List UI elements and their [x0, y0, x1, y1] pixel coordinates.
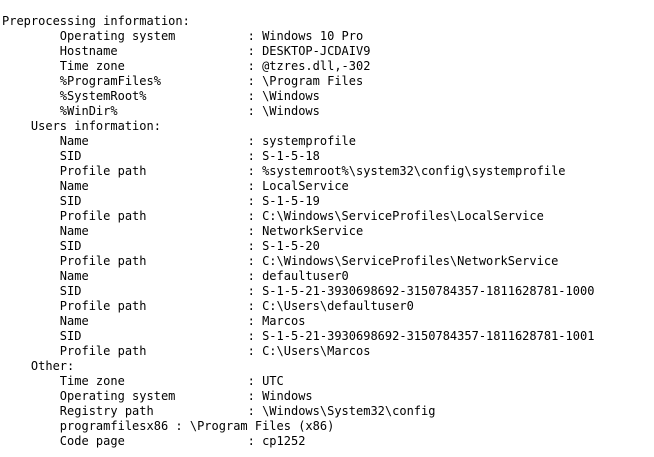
info-row: SID : S-1-5-21-3930698692-3150784357-181… — [2, 284, 595, 298]
info-row: Code page : cp1252 — [2, 434, 306, 448]
info-row: Hostname : DESKTOP-JCDAIV9 — [2, 44, 371, 58]
info-row: Name : systemprofile — [2, 134, 357, 148]
info-row: Profile path : C:\Windows\ServiceProfile… — [2, 209, 544, 223]
section-heading: Users information: — [2, 119, 161, 133]
section-heading: Other: — [2, 359, 75, 373]
info-row: SID : S-1-5-18 — [2, 149, 320, 163]
info-row: Name : Marcos — [2, 314, 306, 328]
info-row: SID : S-1-5-19 — [2, 194, 320, 208]
info-row: %WinDir% : \Windows — [2, 104, 320, 118]
info-row: %ProgramFiles% : \Program Files — [2, 74, 364, 88]
info-row: Time zone : @tzres.dll,-302 — [2, 59, 371, 73]
console-output: Preprocessing information: Operating sys… — [0, 12, 654, 457]
info-row: Time zone : UTC — [2, 374, 284, 388]
info-row: Profile path : C:\Windows\ServiceProfile… — [2, 254, 559, 268]
info-row: Profile path : %systemroot%\system32\con… — [2, 164, 566, 178]
info-row: SID : S-1-5-21-3930698692-3150784357-181… — [2, 329, 595, 343]
info-row: Profile path : C:\Users\defaultuser0 — [2, 299, 414, 313]
info-row: Operating system : Windows — [2, 389, 313, 403]
info-row: %SystemRoot% : \Windows — [2, 89, 320, 103]
section-heading: Preprocessing information: — [2, 14, 190, 28]
info-row: Name : defaultuser0 — [2, 269, 349, 283]
info-row: Name : NetworkService — [2, 224, 364, 238]
info-row: Profile path : C:\Users\Marcos — [2, 344, 371, 358]
info-row: Operating system : Windows 10 Pro — [2, 29, 364, 43]
info-row: Name : LocalService — [2, 179, 349, 193]
info-row: Registry path : \Windows\System32\config — [2, 404, 436, 418]
info-row: SID : S-1-5-20 — [2, 239, 320, 253]
info-row: programfilesx86 : \Program Files (x86) — [2, 419, 335, 433]
